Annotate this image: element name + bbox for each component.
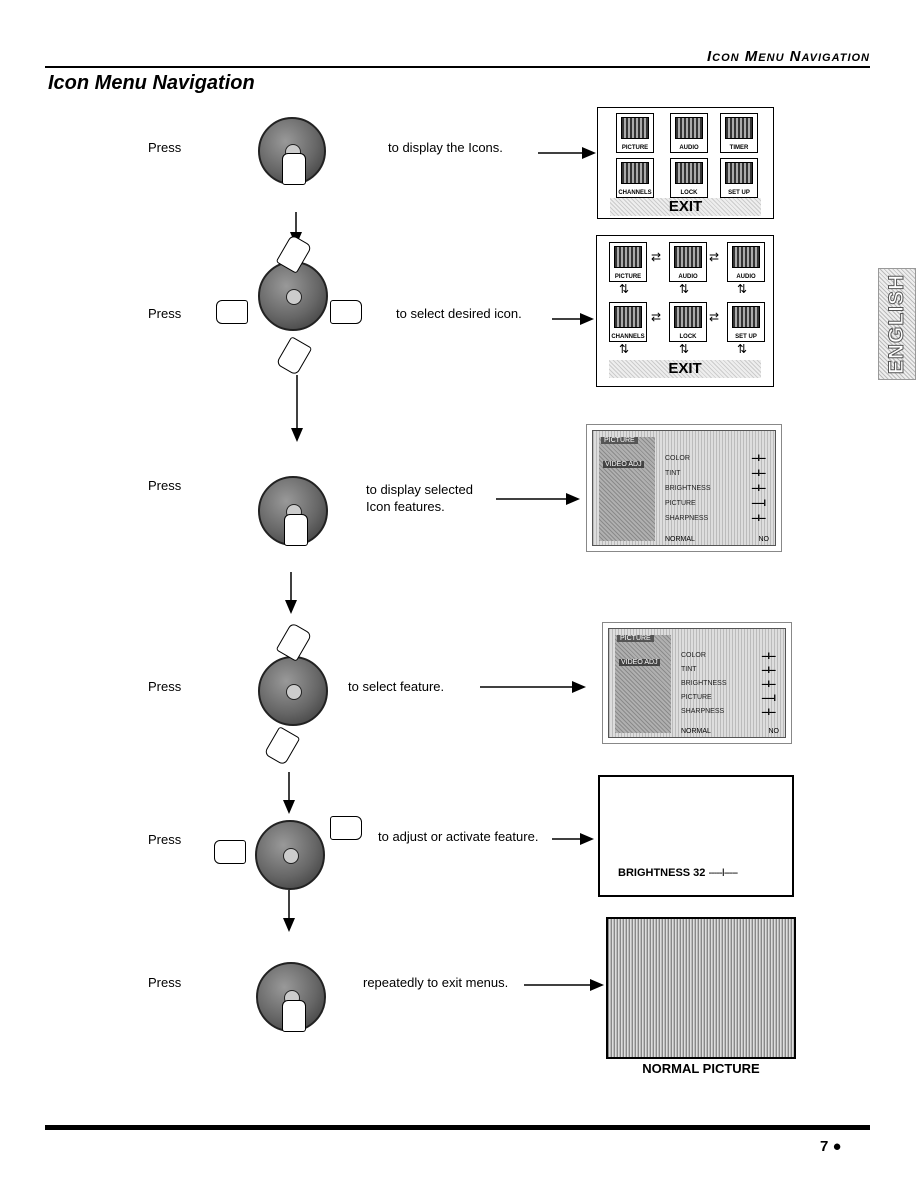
remote-direction-pad-icon: [258, 261, 328, 331]
arrows-up-down-icon: ⇅: [679, 342, 690, 356]
remote-action-button-icon: [258, 117, 326, 185]
arrows-up-down-icon: ⇅: [619, 342, 630, 356]
menu-tab: PICTURE: [617, 635, 654, 642]
step2-instruction: to select desired icon.: [396, 306, 522, 321]
setup-icon: SET UP: [727, 302, 765, 342]
step1-press: Press: [148, 140, 182, 155]
arrows-left-right-icon: ⇄: [651, 250, 662, 264]
picture-icon: PICTURE: [609, 242, 647, 282]
footer-rule: [45, 1125, 870, 1130]
icon-menu-panel-1: PICTURE AUDIO TIMER CHANNELS LOCK SET UP…: [597, 107, 774, 219]
arrow-down-icon: [291, 375, 303, 442]
adjust-display-label: BRIGHTNESS 32 -----I-----: [618, 867, 738, 879]
arrows-left-right-icon: ⇄: [709, 250, 720, 264]
exit-bar: EXIT: [610, 198, 761, 216]
arrows-up-down-icon: ⇅: [679, 282, 690, 296]
lock-icon: LOCK: [670, 158, 708, 198]
remote-direction-pad-icon: [255, 820, 325, 890]
arrows-up-down-icon: ⇅: [619, 282, 630, 296]
normal-picture-screen: [606, 917, 796, 1059]
step1-instruction: to display the Icons.: [388, 140, 503, 155]
step4-press: Press: [148, 679, 182, 694]
step5-instruction: to adjust or activate feature.: [378, 829, 539, 844]
channels-icon: CHANNELS: [616, 158, 654, 198]
step4-instruction: to select feature.: [348, 679, 445, 694]
remote-action-button-icon: [256, 962, 326, 1032]
hand-left-icon: [216, 300, 248, 324]
hand-down-icon: [275, 336, 313, 376]
arrow-right-icon: [480, 681, 586, 693]
timer-icon: TIMER: [720, 113, 758, 153]
arrow-right-icon: [538, 147, 596, 159]
arrows-up-down-icon: ⇅: [737, 342, 748, 356]
setup-icon: SET UP: [720, 158, 758, 198]
hand-up-icon: [275, 622, 313, 662]
arrow-down-icon: [285, 572, 297, 614]
hand-down-icon: [263, 726, 301, 766]
channels-icon: CHANNELS: [609, 302, 647, 342]
picture-icon: PICTURE: [616, 113, 654, 153]
lock-icon: LOCK: [669, 302, 707, 342]
audio-icon: AUDIO: [669, 242, 707, 282]
language-tab-label: ENGLISH: [885, 273, 909, 375]
page-number: 7 ●: [820, 1138, 842, 1155]
running-header: Icon Menu Navigation: [707, 48, 870, 65]
adjust-display-panel: BRIGHTNESS 32 -----I-----: [598, 775, 794, 897]
page-title: Icon Menu Navigation: [48, 72, 255, 94]
exit-bar: EXIT: [609, 360, 761, 378]
audio-icon: AUDIO: [727, 242, 765, 282]
arrows-left-right-icon: ⇄: [709, 310, 720, 324]
step6-instruction: repeatedly to exit menus.: [363, 975, 509, 990]
step3-press: Press: [148, 478, 182, 493]
remote-direction-pad-icon: [258, 656, 328, 726]
menu-left-item: VIDEO ADJ: [603, 461, 644, 468]
hand-right-icon: [330, 816, 362, 840]
step3-instruction: to display selected Icon features.: [366, 482, 473, 514]
hand-left-icon: [214, 840, 246, 864]
step6-press: Press: [148, 975, 182, 990]
icon-menu-panel-2: PICTURE AUDIO AUDIO ⇄ ⇄ ⇅ ⇅ ⇅ CHANNELS L…: [596, 235, 774, 387]
arrow-right-icon: [552, 833, 594, 845]
audio-icon: AUDIO: [670, 113, 708, 153]
arrows-left-right-icon: ⇄: [651, 310, 662, 324]
remote-action-button-icon: [258, 476, 328, 546]
arrow-down-icon: [283, 772, 295, 814]
arrow-right-icon: [524, 979, 604, 991]
language-tab: ENGLISH: [878, 268, 916, 380]
hand-right-icon: [330, 300, 362, 324]
arrow-right-icon: [552, 313, 594, 325]
menu-bars: ---I------I------I---------I---I---: [761, 651, 777, 717]
step2-press: Press: [148, 306, 182, 321]
arrows-up-down-icon: ⇅: [737, 282, 748, 296]
arrow-right-icon: [496, 493, 580, 505]
menu-left-item: VIDEO ADJ: [619, 659, 660, 666]
header-rule: [45, 66, 870, 68]
menu-tab: PICTURE: [601, 437, 638, 444]
normal-picture-caption: NORMAL PICTURE: [642, 1061, 760, 1076]
arrow-down-icon: [283, 890, 295, 932]
menu-bars: ---I------I------I---------I---I---: [751, 453, 767, 523]
step5-press: Press: [148, 832, 182, 847]
